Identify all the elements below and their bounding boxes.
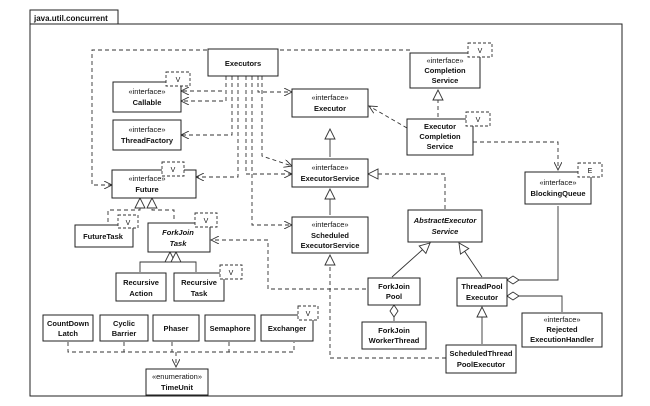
- class-recursivetask[interactable]: V Recursive Task: [173, 264, 243, 302]
- class-forkjoinpool[interactable]: ForkJoin Pool: [367, 277, 421, 306]
- svg-text:WorkerThread: WorkerThread: [369, 336, 420, 345]
- svg-text:«enumeration»: «enumeration»: [152, 372, 202, 381]
- package-name: java.util.concurrent: [33, 14, 108, 23]
- connectors: [67, 49, 563, 367]
- svg-text:V: V: [478, 48, 483, 55]
- svg-text:Service: Service: [432, 227, 459, 236]
- package-frame: [29, 23, 623, 397]
- svg-text:Barrier: Barrier: [112, 329, 137, 338]
- svg-text:Callable: Callable: [133, 98, 162, 107]
- class-executorcompletionservice[interactable]: V Executor Completion Service: [406, 111, 491, 156]
- svg-text:ThreadPool: ThreadPool: [461, 282, 502, 291]
- svg-text:«interface»: «interface»: [128, 87, 165, 96]
- class-cyclicbarrier[interactable]: Cyclic Barrier: [99, 314, 149, 342]
- svg-text:ThreadFactory: ThreadFactory: [121, 136, 174, 145]
- svg-text:ForkJoin: ForkJoin: [378, 326, 410, 335]
- svg-text:Scheduled: Scheduled: [311, 231, 349, 240]
- svg-text:Executor: Executor: [424, 122, 456, 131]
- svg-text:«interface»: «interface»: [426, 56, 463, 65]
- svg-text:ForkJoin: ForkJoin: [378, 282, 410, 291]
- svg-text:E: E: [588, 168, 593, 175]
- class-scheduledthreadpoolexecutor[interactable]: ScheduledThread PoolExecutor: [445, 344, 517, 374]
- svg-text:ScheduledThread: ScheduledThread: [450, 349, 513, 358]
- class-phaser[interactable]: Phaser: [152, 314, 200, 342]
- svg-text:«interface»: «interface»: [128, 174, 165, 183]
- svg-text:Executor: Executor: [314, 104, 346, 113]
- svg-text:AbstractExecutor: AbstractExecutor: [413, 216, 478, 225]
- svg-text:Recursive: Recursive: [181, 278, 217, 287]
- svg-text:ExecutorService: ExecutorService: [301, 241, 360, 250]
- class-threadpoolexecutor[interactable]: ThreadPool Executor: [456, 277, 508, 307]
- interface-future[interactable]: V «interface» Future: [111, 161, 197, 199]
- enumeration-timeunit[interactable]: «enumeration» TimeUnit: [145, 368, 209, 396]
- svg-text:V: V: [204, 218, 209, 225]
- svg-text:Future: Future: [135, 185, 158, 194]
- svg-text:«interface»: «interface»: [128, 125, 165, 134]
- svg-text:«interface»: «interface»: [539, 178, 576, 187]
- svg-text:Service: Service: [432, 76, 459, 85]
- svg-text:Phaser: Phaser: [163, 324, 188, 333]
- svg-text:V: V: [306, 311, 311, 318]
- svg-text:V: V: [476, 117, 481, 124]
- svg-text:FutureTask: FutureTask: [83, 232, 124, 241]
- class-countdownlatch[interactable]: CountDown Latch: [42, 314, 94, 342]
- svg-text:PoolExecutor: PoolExecutor: [457, 360, 505, 369]
- interface-executor[interactable]: «interface» Executor: [291, 88, 369, 118]
- svg-text:Exchanger: Exchanger: [268, 324, 306, 333]
- svg-text:«interface»: «interface»: [311, 163, 348, 172]
- svg-text:Cyclic: Cyclic: [113, 319, 135, 328]
- svg-text:Task: Task: [170, 239, 188, 248]
- svg-text:V: V: [176, 77, 181, 84]
- svg-text:Service: Service: [427, 142, 454, 151]
- svg-text:TimeUnit: TimeUnit: [161, 383, 193, 392]
- svg-text:V: V: [126, 220, 131, 227]
- class-forkjoinworkerthread[interactable]: ForkJoin WorkerThread: [361, 321, 427, 350]
- svg-text:Executors: Executors: [225, 59, 261, 68]
- interface-callable[interactable]: V «interface» Callable: [112, 71, 191, 113]
- svg-text:Recursive: Recursive: [123, 278, 159, 287]
- svg-text:«interface»: «interface»: [543, 315, 580, 324]
- svg-text:Completion: Completion: [419, 132, 461, 141]
- svg-text:Executor: Executor: [466, 293, 498, 302]
- svg-text:ExecutionHandler: ExecutionHandler: [530, 335, 594, 344]
- svg-text:V: V: [229, 270, 234, 277]
- interface-scheduledexecutorservice[interactable]: «interface» Scheduled ExecutorService: [291, 216, 369, 254]
- svg-text:CountDown: CountDown: [47, 319, 89, 328]
- svg-text:Pool: Pool: [386, 292, 402, 301]
- class-exchanger[interactable]: V Exchanger: [260, 305, 319, 342]
- svg-text:Task: Task: [191, 289, 208, 298]
- svg-text:Semaphore: Semaphore: [210, 324, 251, 333]
- svg-text:Action: Action: [129, 289, 153, 298]
- interface-executorservice[interactable]: «interface» ExecutorService: [291, 158, 369, 188]
- svg-text:ExecutorService: ExecutorService: [301, 174, 360, 183]
- interface-rejectedexecutionhandler[interactable]: «interface» Rejected ExecutionHandler: [521, 312, 603, 348]
- class-futuretask[interactable]: V FutureTask: [74, 214, 139, 248]
- class-recursiveaction[interactable]: Recursive Action: [115, 272, 167, 302]
- interface-threadfactory[interactable]: «interface» ThreadFactory: [112, 119, 182, 151]
- svg-text:«interface»: «interface»: [311, 93, 348, 102]
- interface-completionservice[interactable]: V «interface» Completion Service: [409, 42, 493, 89]
- interface-blockingqueue[interactable]: E «interface» BlockingQueue: [524, 162, 603, 205]
- svg-text:Completion: Completion: [424, 66, 466, 75]
- svg-text:V: V: [171, 167, 176, 174]
- svg-text:«interface»: «interface»: [311, 220, 348, 229]
- class-forkjointask[interactable]: V ForkJoin Task: [147, 212, 218, 253]
- svg-text:BlockingQueue: BlockingQueue: [530, 189, 585, 198]
- svg-text:ForkJoin: ForkJoin: [162, 228, 194, 237]
- svg-text:Latch: Latch: [58, 329, 78, 338]
- svg-text:Rejected: Rejected: [546, 325, 578, 334]
- class-executors[interactable]: Executors: [207, 48, 279, 77]
- class-abstractexecutorservice[interactable]: AbstractExecutor Service: [407, 209, 483, 243]
- class-semaphore[interactable]: Semaphore: [204, 314, 256, 342]
